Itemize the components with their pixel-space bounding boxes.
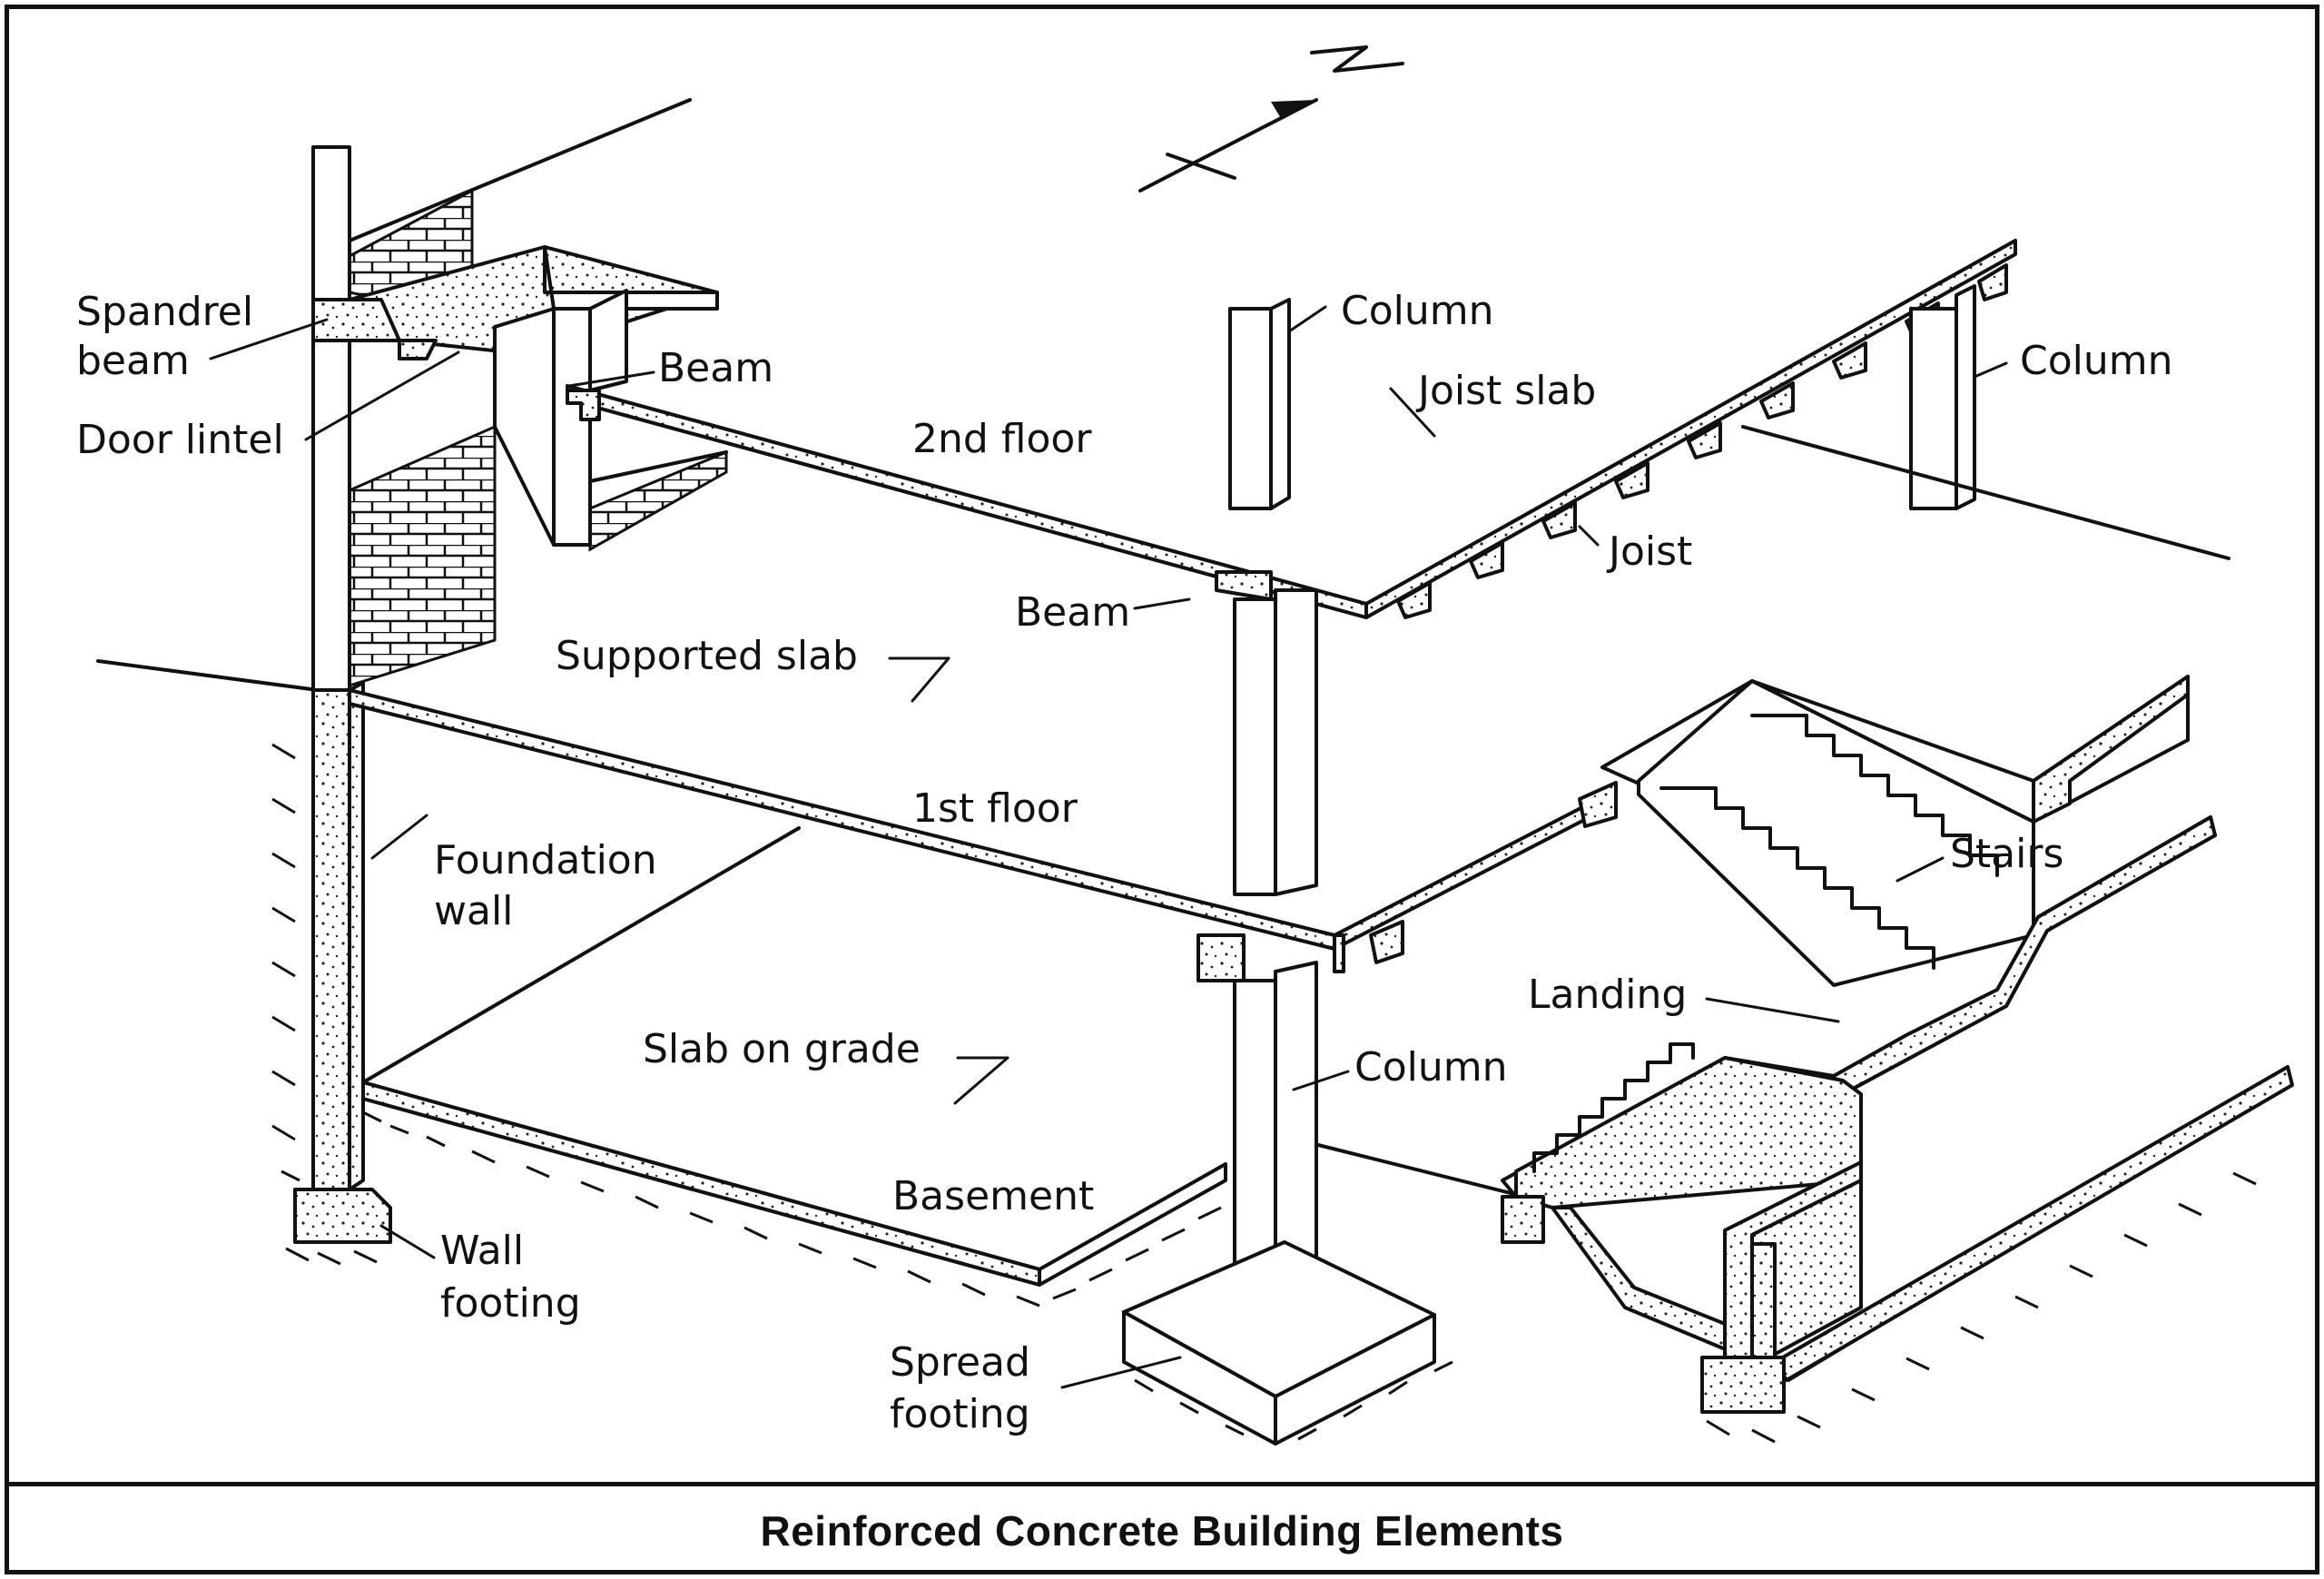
label-foundation-wall-line1: Foundation <box>434 837 657 883</box>
spandrel-beam <box>348 245 719 547</box>
caption-bar: Reinforced Concrete Building Elements <box>5 1482 2319 1574</box>
label-wall-footing-line1: Wall <box>440 1228 524 1274</box>
label-wall-footing-line2: footing <box>440 1280 581 1327</box>
label-supported-slab: Supported slab <box>556 633 858 679</box>
spread-footing <box>1122 1240 1453 1446</box>
label-door-lintel: Door lintel <box>76 417 284 463</box>
label-spandrel-beam-line1: Spandrel <box>76 289 253 335</box>
right-column <box>1741 284 2230 560</box>
label-landing: Landing <box>1528 972 1687 1018</box>
foundation-wall <box>293 681 392 1244</box>
ground-surface <box>96 659 1527 1199</box>
slab-on-grade <box>361 1081 1227 1308</box>
label-slab-on-grade: Slab on grade <box>643 1026 921 1072</box>
label-stairs: Stairs <box>1950 831 2063 877</box>
label-beam-upper: Beam <box>658 345 773 391</box>
label-joist-slab: Joist slab <box>1415 368 1596 414</box>
label-column-top-right: Column <box>2020 338 2173 384</box>
first-floor-slab <box>348 688 1618 1084</box>
building-elements-diagram: Spandrel beam Door lintel Beam 2nd floor… <box>76 45 2294 1446</box>
label-basement: Basement <box>892 1173 1094 1219</box>
lower-column <box>1233 961 1318 1273</box>
label-foundation-wall-line2: wall <box>434 888 513 934</box>
second-floor-slab <box>566 239 2017 619</box>
north-arrow-icon <box>1138 45 1404 192</box>
label-second-floor: 2nd floor <box>912 416 1092 462</box>
label-column-bottom: Column <box>1354 1044 1508 1090</box>
diagram-caption: Reinforced Concrete Building Elements <box>760 1506 1564 1554</box>
labels: Spandrel beam Door lintel Beam 2nd floor… <box>76 288 2173 1437</box>
label-column-top-center: Column <box>1341 288 1494 334</box>
label-spread-footing-line2: footing <box>890 1391 1030 1437</box>
label-beam-lower: Beam <box>1015 589 1130 636</box>
joists <box>1396 263 2008 619</box>
label-spread-footing-line1: Spread <box>890 1339 1030 1386</box>
label-joist: Joist <box>1606 528 1692 575</box>
lower-stairs <box>1501 1042 1863 1355</box>
stairs <box>1600 675 2190 987</box>
middle-column <box>1233 588 1318 896</box>
label-spandrel-beam-line2: beam <box>76 338 190 384</box>
brick-wall <box>348 98 728 688</box>
wall-footing-soil <box>271 743 378 1266</box>
top-center-column <box>1228 298 1291 510</box>
label-first-floor: 1st floor <box>912 785 1078 832</box>
leader-lines <box>209 305 2008 1389</box>
retaining-wall <box>1700 1065 2294 1444</box>
